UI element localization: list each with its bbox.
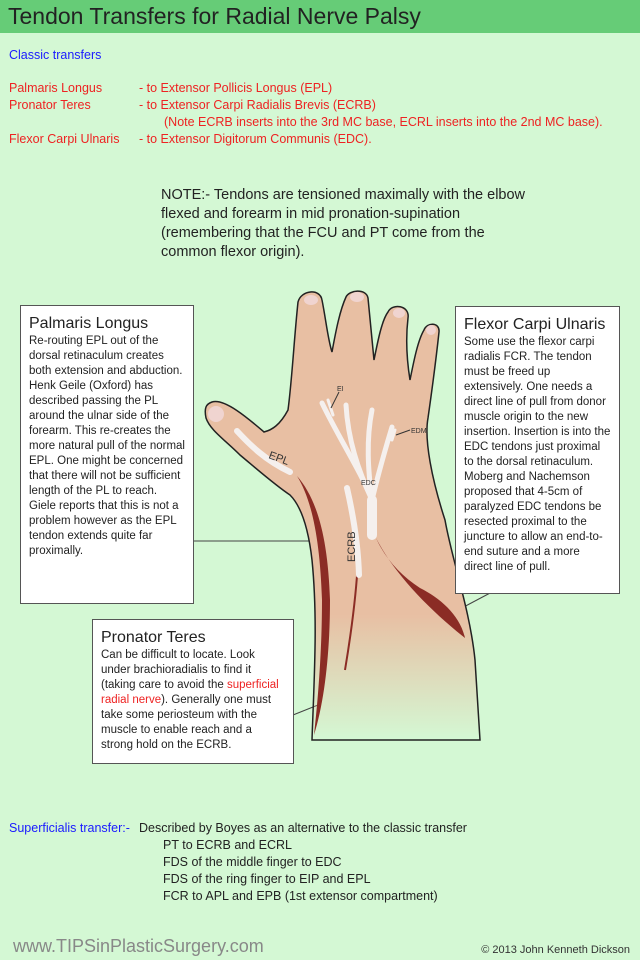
target-edc: - to Extensor Digitorum Communis (EDC). [139,132,372,146]
page-title: Tendon Transfers for Radial Nerve Palsy [8,3,421,29]
middle-edc-tendon [343,402,375,503]
footer-url: www.TIPSinPlasticSurgery.com [13,936,264,956]
ei-pointer [330,391,340,409]
pronator-teres-box: Pronator Teres Can be difficult to locat… [92,619,294,764]
classic-transfers-heading: Classic transfers [9,48,102,62]
title-bar: Tendon Transfers for Radial Nerve Palsy [0,0,640,33]
label-ei: EI [337,386,344,393]
note-line-4: common flexor origin). [161,244,305,260]
fcu-box: Flexor Carpi Ulnaris Some use the flexor… [455,306,620,594]
ring-edc-tendon [365,407,375,503]
donor-fcu: Flexor Carpi Ulnaris [9,132,120,146]
pronator-text-before: Can be difficult to locate. Look under b… [101,649,255,691]
palmaris-longus-box: Palmaris Longus Re-routing EPL out of th… [20,305,194,604]
superficialis-line-3: FDS of the middle finger to EDC [163,855,342,869]
pronator-text-after: ). Generally one must take some perioste… [101,694,272,751]
footer-copyright: © 2013 John Kenneth Dickson [481,944,630,956]
note-line-1: NOTE:- Tendons are tensioned maximally w… [161,187,526,203]
superficial-radial-nerve-text: superficial radial nerve [101,679,279,706]
ecrb-note: (Note ECRB inserts into the 3rd MC base,… [164,115,603,129]
label-ecrb: ECRB [346,531,358,562]
superficialis-line-5: FCR to APL and EPB (1st extensor compart… [163,889,438,903]
hand-outline [204,290,481,741]
ei-tendon [326,398,335,417]
pronator-muscle [297,476,330,735]
donor-pronator: Pronator Teres [9,98,91,112]
fcu-muscle [376,538,465,638]
tendons [234,398,397,578]
target-ecrb: - to Extensor Carpi Radialis Brevis (ECR… [139,98,376,112]
palmaris-box-text: Re-routing EPL out of the dorsal retinac… [29,335,185,557]
note-line-3: (remembering that the FCU and PT come fr… [161,225,485,241]
epl-tendon [234,428,293,475]
superficialis-line-4: FDS of the ring finger to EIP and EPL [163,872,371,886]
edm-tendon [390,428,397,442]
superficialis-heading: Superficialis transfer:- [9,821,130,835]
target-epl: - to Extensor Pollicis Longus (EPL) [139,81,333,95]
pronator-box-text: Can be difficult to locate. Look under b… [101,648,285,753]
fcu-box-text: Some use the flexor carpi radialis FCR. … [464,336,611,573]
label-edm: EDM [411,428,427,435]
superficialis-line-2: PT to ECRB and ECRL [163,838,292,852]
ecrb-tendon [344,485,362,578]
pronator-box-heading: Pronator Teres [101,629,206,646]
label-edc: EDC [361,480,376,487]
palmaris-box-heading: Palmaris Longus [29,315,149,332]
superficialis-line-1: Described by Boyes as an alternative to … [139,821,467,835]
fingernails [208,292,436,422]
edm-pointer [395,429,411,436]
donor-palmaris: Palmaris Longus [9,81,103,95]
little-edc-tendon [369,424,395,503]
fcu-box-heading: Flexor Carpi Ulnaris [464,316,606,333]
note-line-2: flexed and forearm in mid pronation-supi… [161,206,461,222]
